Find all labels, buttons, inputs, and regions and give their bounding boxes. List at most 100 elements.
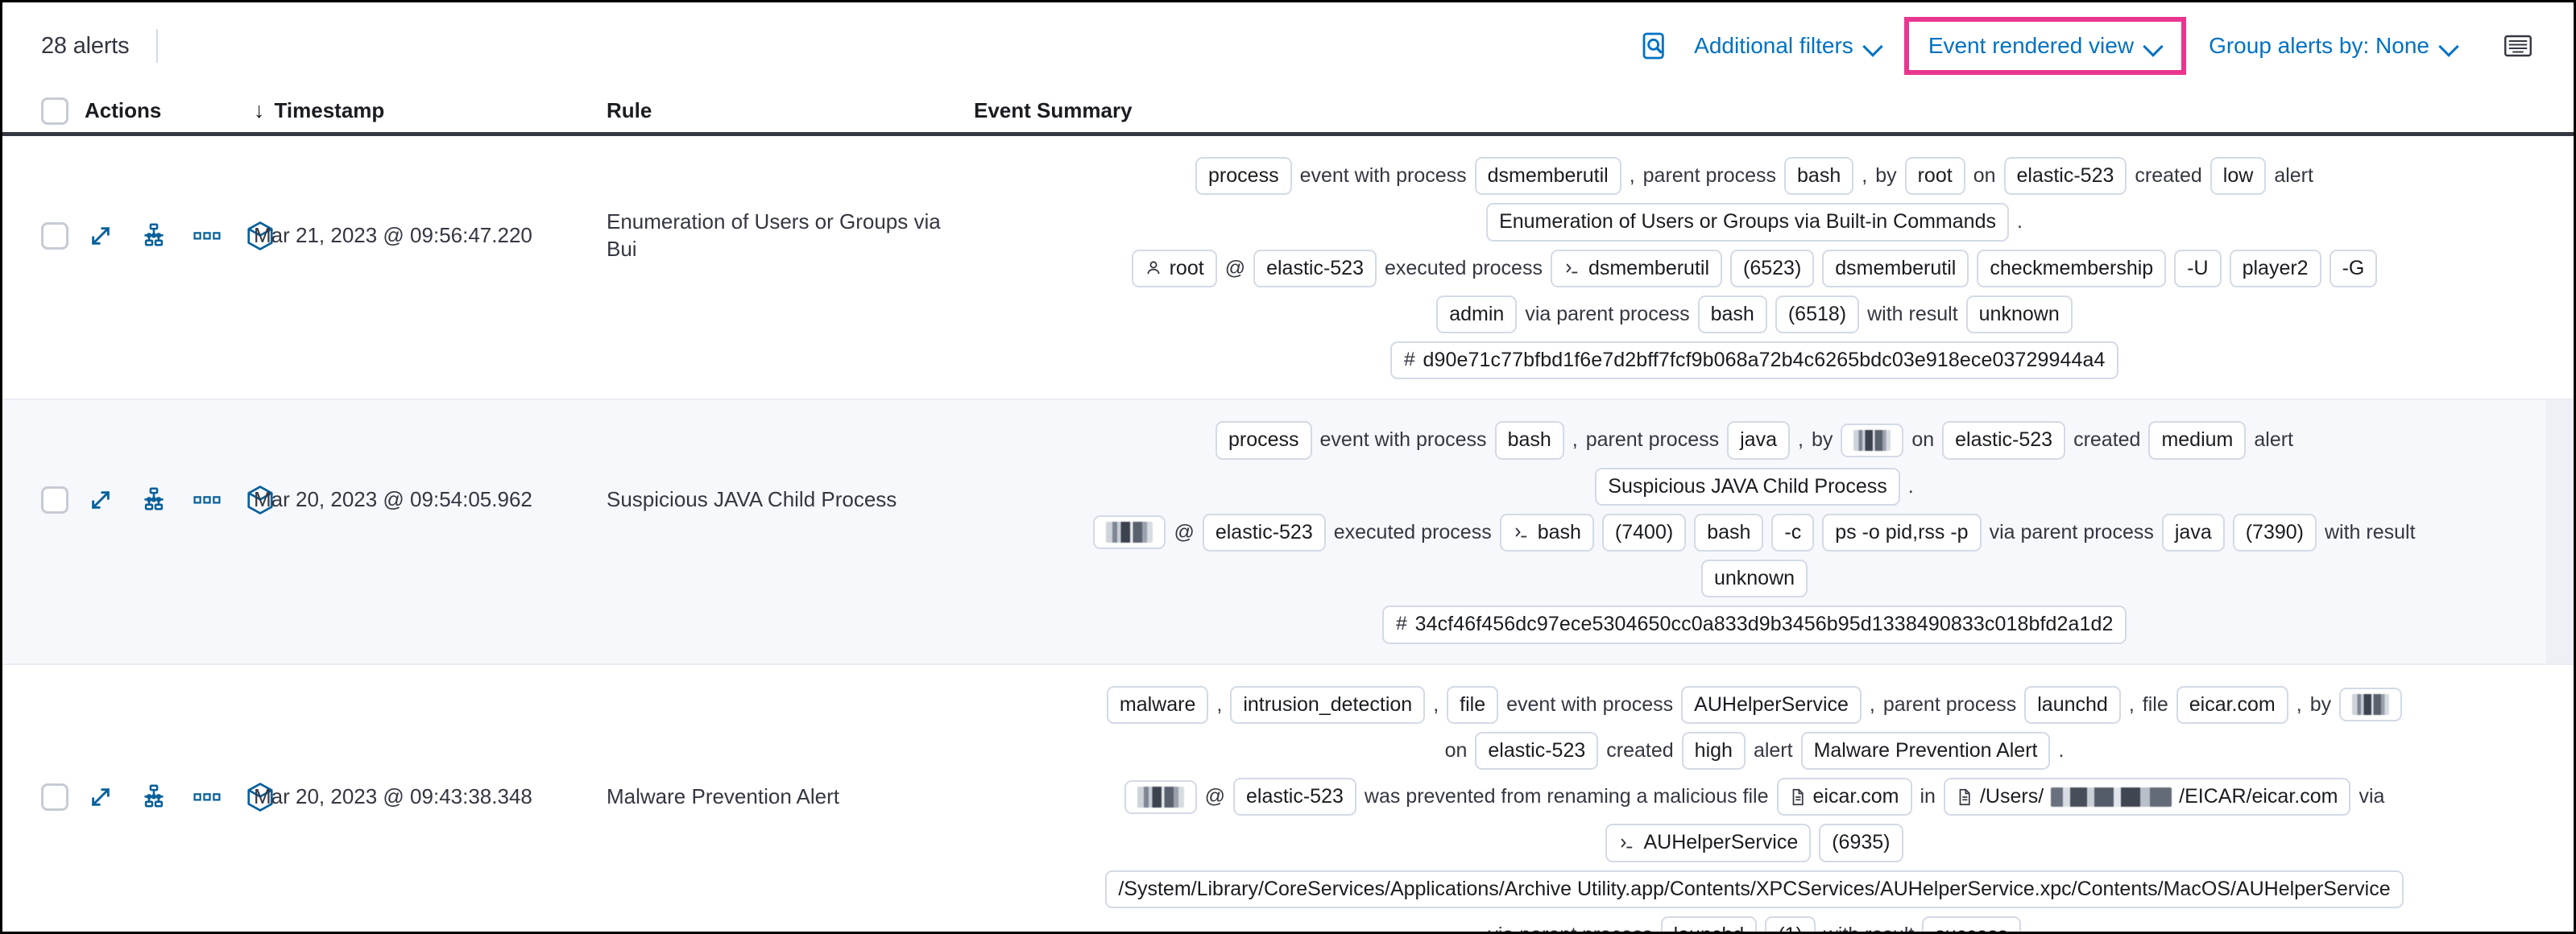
summary-value-pill[interactable]: java xyxy=(1727,421,1790,460)
pill-label: -G xyxy=(2342,256,2365,279)
summary-value-pill[interactable]: unknown xyxy=(1700,560,1808,598)
summary-value-pill[interactable]: bash xyxy=(1694,513,1764,552)
summary-value-pill[interactable]: launchd xyxy=(2024,685,2121,724)
pill-label: elastic-523 xyxy=(1488,738,1586,762)
summary-value-pill[interactable] xyxy=(1841,423,1904,457)
pill-label: low xyxy=(2222,164,2254,187)
summary-value-pill[interactable]: /System/Library/CoreServices/Application… xyxy=(1105,870,2404,908)
summary-value-pill[interactable] xyxy=(1124,779,1197,814)
more-actions-icon[interactable] xyxy=(191,220,223,252)
event-rendered-view-button[interactable]: Event rendered view xyxy=(1917,33,2173,59)
summary-value-pill[interactable]: (7400) xyxy=(1601,513,1687,552)
summary-value-pill[interactable]: medium xyxy=(2148,421,2247,460)
summary-value-pill[interactable]: admin xyxy=(1436,295,1518,333)
more-actions-icon[interactable] xyxy=(191,781,223,813)
summary-value-pill[interactable]: -c xyxy=(1771,513,1815,552)
summary-value-pill[interactable]: elastic-523 xyxy=(2003,157,2127,196)
summary-value-pill[interactable]: intrusion_detection xyxy=(1230,685,1426,724)
more-actions-icon[interactable] xyxy=(191,484,223,516)
summary-value-pill[interactable]: Enumeration of Users or Groups via Built… xyxy=(1486,203,2009,242)
summary-value-pill[interactable]: ps -o pid,rss -p xyxy=(1822,513,1982,552)
summary-value-pill[interactable]: AUHelperService xyxy=(1605,824,1812,862)
summary-value-pill[interactable]: dsmemberutil xyxy=(1550,249,1723,287)
summary-value-pill[interactable]: success xyxy=(1922,915,2021,932)
column-header-timestamp[interactable]: ↓ Timestamp xyxy=(254,98,607,123)
analyze-event-icon[interactable] xyxy=(138,781,170,813)
summary-value-pill[interactable]: elastic-523 xyxy=(1475,731,1599,770)
summary-value-pill[interactable]: dsmemberutil xyxy=(1822,249,1969,287)
session-view-cube-icon[interactable] xyxy=(244,781,276,813)
field-browser-keyboard-icon[interactable] xyxy=(2495,23,2541,69)
row-select-checkbox[interactable] xyxy=(41,222,68,250)
summary-value-pill[interactable]: eicar.com xyxy=(2176,685,2288,724)
summary-value-pill[interactable]: root xyxy=(1131,249,1217,287)
summary-value-pill[interactable]: checkmembership xyxy=(1977,249,2167,287)
expand-alert-icon[interactable] xyxy=(85,484,117,516)
summary-value-pill[interactable]: eicar.com xyxy=(1776,778,1912,816)
file-icon xyxy=(1957,788,1973,806)
summary-value-pill[interactable]: Suspicious JAVA Child Process xyxy=(1595,467,1900,506)
additional-filters-button[interactable]: Additional filters xyxy=(1679,25,1896,67)
summary-value-pill[interactable]: high xyxy=(1681,731,1746,770)
expand-alert-icon[interactable] xyxy=(85,220,117,252)
summary-value-pill[interactable]: (6518) xyxy=(1775,295,1860,333)
session-view-cube-icon[interactable] xyxy=(244,484,276,516)
summary-value-pill[interactable]: elastic-523 xyxy=(1253,249,1377,287)
summary-value-pill[interactable]: unknown xyxy=(1965,295,2073,333)
select-all-checkbox[interactable] xyxy=(41,97,68,125)
redacted-value xyxy=(1137,786,1184,808)
pill-label: (1) xyxy=(1778,923,1803,932)
pill-label: high xyxy=(1694,738,1733,762)
session-view-cube-icon[interactable] xyxy=(244,220,276,252)
summary-value-pill[interactable]: dsmemberutil xyxy=(1474,157,1621,196)
summary-value-pill[interactable]: (7390) xyxy=(2232,513,2317,552)
summary-value-pill[interactable]: -G xyxy=(2329,249,2378,287)
event-summary-line: Suspicious JAVA Child Process. xyxy=(1595,467,1914,506)
summary-value-pill[interactable]: Malware Prevention Alert xyxy=(1800,731,2051,770)
summary-value-pill[interactable]: malware xyxy=(1106,685,1209,724)
row-select-checkbox[interactable] xyxy=(41,783,68,811)
summary-value-pill[interactable]: (1) xyxy=(1765,915,1816,932)
summary-value-pill[interactable]: elastic-523 xyxy=(1232,778,1356,816)
summary-value-pill[interactable]: process xyxy=(1195,157,1292,196)
summary-value-pill[interactable]: player2 xyxy=(2229,249,2321,287)
summary-value-pill[interactable]: AUHelperService xyxy=(1681,685,1862,724)
sort-descending-icon: ↓ xyxy=(254,98,265,122)
summary-value-pill[interactable]: bash xyxy=(1499,513,1594,552)
summary-text: with result xyxy=(1824,924,1915,932)
summary-value-pill[interactable]: -U xyxy=(2174,249,2222,287)
summary-value-pill[interactable]: file xyxy=(1447,685,1499,724)
summary-value-pill[interactable]: root xyxy=(1904,157,1965,196)
analyze-event-icon[interactable] xyxy=(138,484,170,516)
summary-value-pill[interactable]: java xyxy=(2161,513,2225,552)
summary-value-pill[interactable]: elastic-523 xyxy=(1942,421,2066,460)
row-scrollbar-track[interactable] xyxy=(2546,400,2574,663)
event-summary-line: #34cf46f456dc97ece5304650cc0a833d9b3456b… xyxy=(1382,605,2127,644)
summary-value-pill[interactable]: elastic-523 xyxy=(1202,513,1326,552)
analyze-event-icon[interactable] xyxy=(138,220,170,252)
row-select-checkbox[interactable] xyxy=(41,486,68,515)
summary-value-pill[interactable]: #34cf46f456dc97ece5304650cc0a833d9b3456b… xyxy=(1382,605,2127,644)
summary-value-pill[interactable]: process xyxy=(1215,421,1312,460)
summary-value-pill[interactable]: launchd xyxy=(1660,915,1758,932)
row-actions-group xyxy=(85,781,276,813)
summary-value-pill[interactable]: bash xyxy=(1784,157,1854,196)
group-alerts-by-button[interactable]: Group alerts by: None xyxy=(2194,25,2472,67)
summary-value-pill[interactable]: bash xyxy=(1494,421,1564,460)
summary-value-pill[interactable]: low xyxy=(2209,157,2267,196)
summary-value-pill[interactable]: /Users//EICAR/eicar.com xyxy=(1943,778,2351,816)
summary-value-pill[interactable]: (6935) xyxy=(1819,824,1903,862)
inspect-icon[interactable] xyxy=(1633,23,1679,69)
expand-alert-icon[interactable] xyxy=(85,781,117,813)
summary-punctuation: . xyxy=(2058,738,2065,762)
summary-value-pill[interactable]: (6523) xyxy=(1730,249,1815,287)
summary-value-pill[interactable]: bash xyxy=(1697,295,1767,333)
summary-value-pill[interactable] xyxy=(1093,515,1166,550)
pill-label: root xyxy=(1169,256,1204,279)
summary-value-pill[interactable]: #d90e71c77bfbd1f6e7d2bff7fcf9b068a72b4c6… xyxy=(1390,341,2118,380)
summary-value-pill[interactable] xyxy=(2339,688,2403,722)
